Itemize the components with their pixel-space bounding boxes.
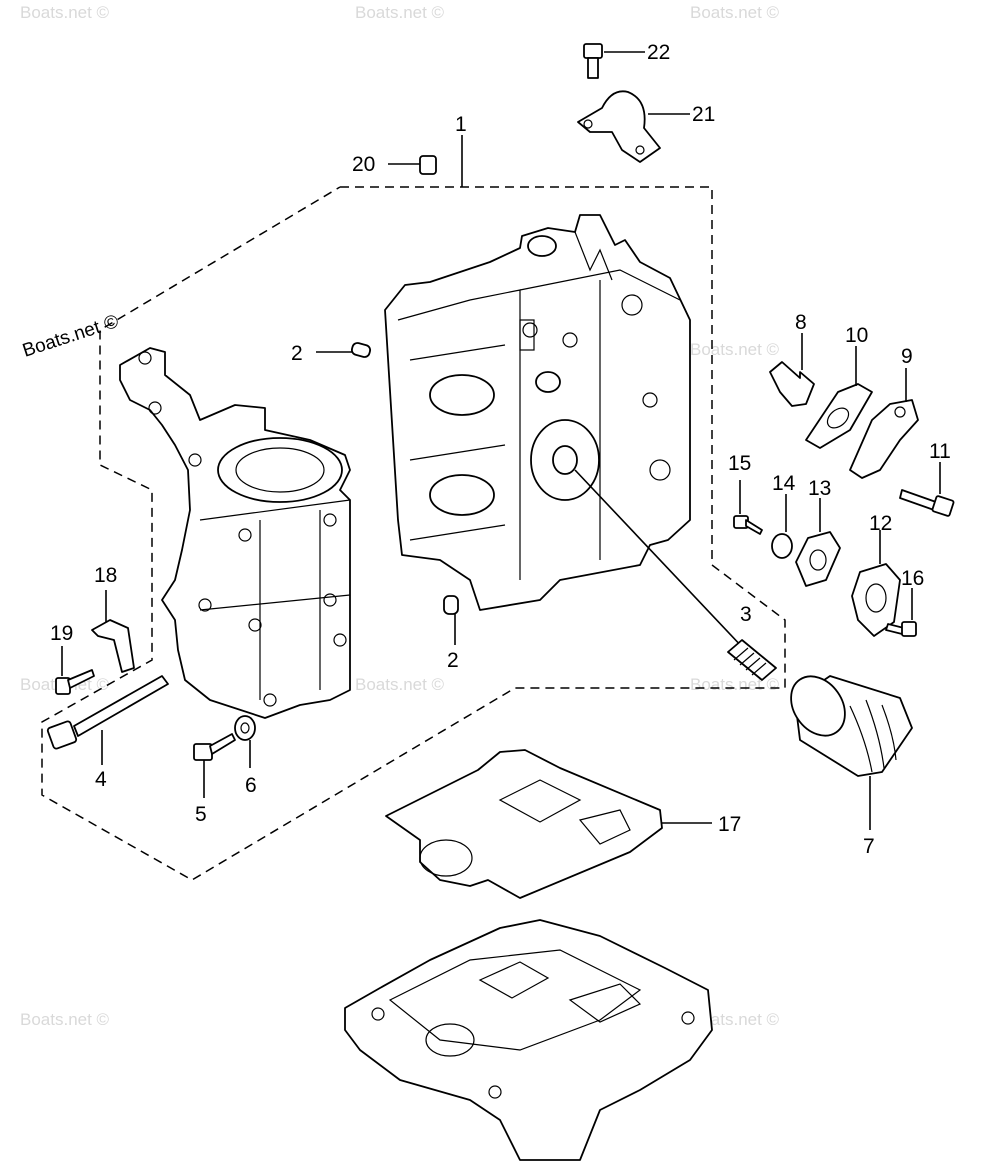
clamp-21 [577,90,690,163]
adapter-plate [344,919,713,1161]
watermark: Boats.net © [690,340,780,359]
bolt-22 [583,43,645,79]
housing-12 [851,530,901,637]
cylinder-block [384,214,691,611]
callout-16: 16 [901,567,924,590]
watermark: Boats.net © [355,675,445,694]
collar-14 [771,494,793,559]
callout-22: 22 [647,41,670,64]
callout-2-lower: 2 [447,649,459,672]
callout-4: 4 [95,768,107,791]
callout-11: 11 [929,440,951,463]
dowel-2-lower [443,595,459,645]
bolt-5 [193,733,236,798]
crankcase-half [119,347,351,719]
watermark: Boats.net © [20,3,110,22]
watermark: Boats.net © [690,3,780,22]
watermark: Boats.net © [355,3,445,22]
callout-1: 1 [455,113,467,136]
bolt-11 [899,462,955,517]
watermark: Boats.net © [20,1010,110,1029]
callout-17: 17 [718,813,741,836]
callout-15: 15 [728,452,751,475]
watermark: Boats.net © [20,311,121,362]
bolt-4 [46,675,169,765]
pin-20 [388,155,437,175]
watermark: Boats.net © [690,675,780,694]
gasket-10 [805,346,873,449]
callout-3: 3 [740,603,752,626]
callout-18: 18 [94,564,117,587]
sender-8 [769,333,815,407]
callout-6: 6 [245,774,257,797]
callout-20: 20 [352,153,375,176]
bracket-18 [91,590,135,673]
callout-21: 21 [692,103,715,126]
bolt-16 [885,588,917,637]
callout-8: 8 [795,311,807,334]
callout-19: 19 [50,622,73,645]
callout-5: 5 [195,803,207,826]
callout-labels: 1 2 2 3 4 5 6 7 8 9 10 11 12 13 14 15 16… [50,41,951,858]
cover-9 [849,368,919,479]
callout-13: 13 [808,477,831,500]
bolt-15 [733,480,763,535]
callout-2-upper: 2 [291,342,303,365]
dowel-2-upper [316,342,372,358]
bolt-19 [55,646,95,695]
gasket-17 [385,749,712,899]
callout-12: 12 [869,512,892,535]
callout-7: 7 [863,835,875,858]
callout-10: 10 [845,324,868,347]
assembly-outline [41,186,786,881]
gasket-13 [795,498,841,587]
callout-14: 14 [772,472,796,495]
watermark: Boats.net © [690,1010,780,1029]
leader-3 [574,469,746,651]
oil-filter-7 [790,675,913,830]
callout-9: 9 [901,345,913,368]
stud-3 [727,639,777,681]
washer-6 [234,715,256,768]
